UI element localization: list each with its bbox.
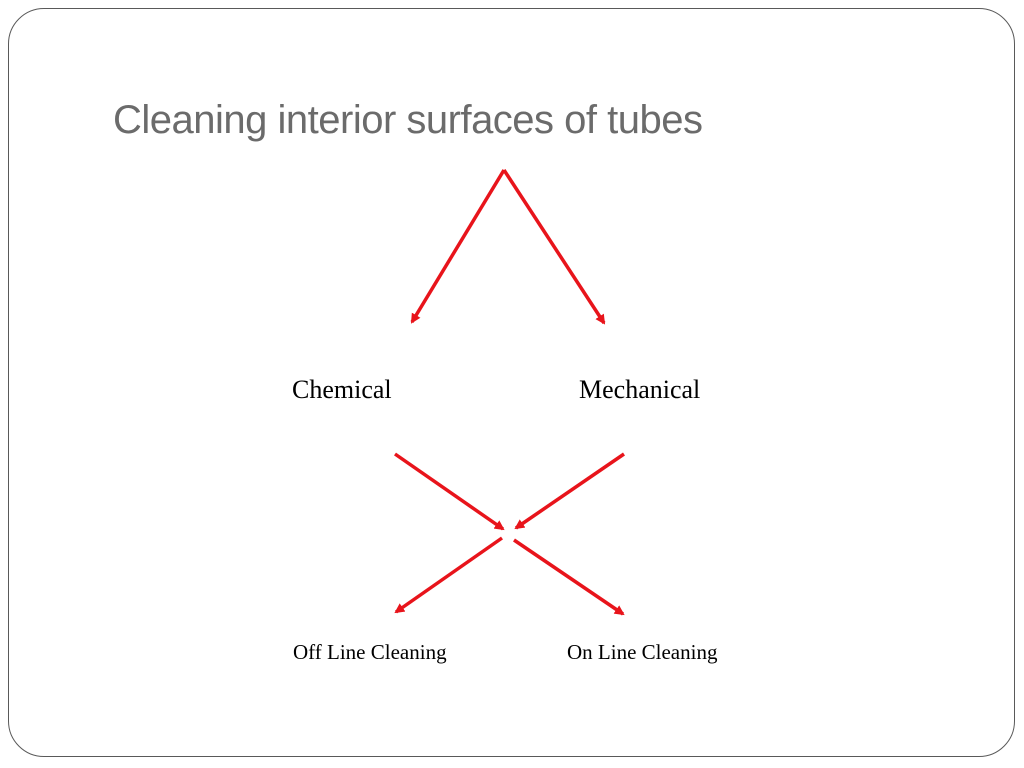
arrow-top-to-mechanical bbox=[502, 169, 606, 325]
node-mechanical: Mechanical bbox=[579, 375, 701, 404]
arrow-top-to-chemical bbox=[410, 169, 506, 324]
node-chemical: Chemical bbox=[292, 375, 392, 404]
node-off-line-cleaning: Off Line Cleaning bbox=[293, 640, 447, 664]
arrow-chemical-to-center bbox=[394, 452, 505, 531]
slide-frame bbox=[8, 8, 1015, 757]
node-on-line-cleaning: On Line Cleaning bbox=[567, 640, 718, 664]
arrow-center-to-online bbox=[513, 538, 625, 616]
slide-title: Cleaning interior surfaces of tubes bbox=[113, 98, 703, 142]
arrow-center-to-offline bbox=[394, 536, 504, 614]
arrow-mechanical-to-center bbox=[514, 452, 625, 530]
